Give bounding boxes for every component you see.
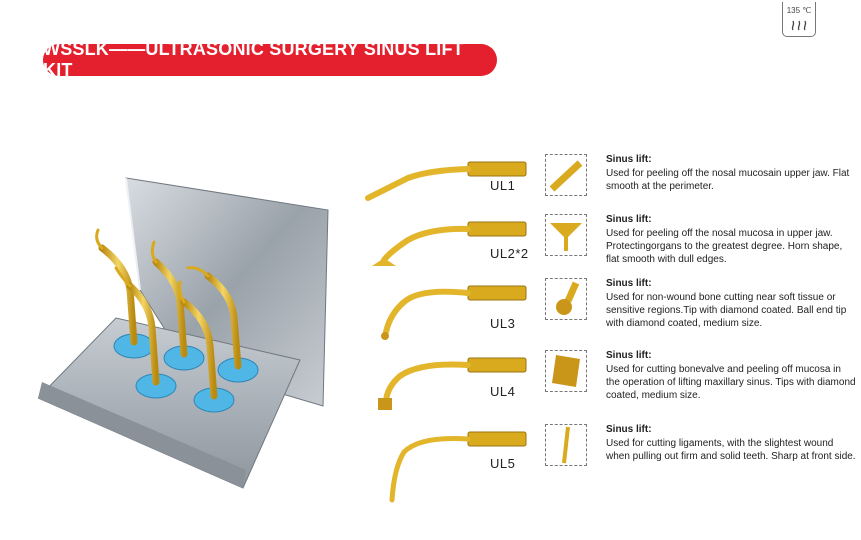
tip-detail-image (545, 154, 587, 196)
tip-description: Used for peeling off the nosal mucosa in… (606, 228, 843, 265)
tip-description: Used for cutting bonevalve and peeling o… (606, 364, 856, 401)
tip-code: UL3 (490, 316, 516, 331)
tip-description: Used for non-wound bone cutting near sof… (606, 292, 847, 329)
tip-row-ul2: UL2*2 Sinus lift: Used for peeling off t… (360, 214, 850, 278)
tip-image (381, 285, 527, 340)
tip-heading: Sinus lift: (606, 154, 652, 165)
tip-heading: Sinus lift: (606, 278, 652, 289)
tip-image (389, 431, 527, 503)
tip-detail-image (545, 278, 587, 320)
kit-title: WSSLK——ULTRASONIC SURGERY SINUS LIFT KIT (43, 39, 464, 80)
tip-code: UL5 (490, 456, 516, 471)
temperature-label: 135 ℃ (786, 6, 812, 15)
tip-detail-image (545, 350, 587, 392)
tip-description: Used for peeling off the nosal mucosain … (606, 168, 850, 192)
tip-code: UL4 (490, 384, 516, 399)
tip-description: Used for cutting ligaments, with the sli… (606, 438, 856, 462)
tip-image (365, 161, 527, 201)
tip-code: UL1 (490, 178, 516, 193)
kit-case-image (38, 177, 329, 489)
tip-row-ul1: UL1 Sinus lift: Used for peeling off the… (360, 154, 850, 218)
tip-row-ul3: UL3 Sinus lift: Used for non-wound bone … (360, 278, 850, 342)
steam-waves-icon (791, 20, 807, 31)
autoclave-icon: 135 ℃ (782, 2, 816, 37)
tip-detail-image (545, 424, 587, 466)
tip-heading: Sinus lift: (606, 424, 652, 435)
tip-heading: Sinus lift: (606, 350, 652, 361)
tip-image (378, 357, 527, 410)
tip-row-ul5: UL5 Sinus lift: Used for cutting ligamen… (360, 424, 856, 503)
kit-title-banner: WSSLK——ULTRASONIC SURGERY SINUS LIFT KIT (43, 39, 497, 80)
tip-heading: Sinus lift: (606, 214, 652, 225)
tip-row-ul4: UL4 Sinus lift: Used for cutting boneval… (360, 350, 856, 414)
tip-code: UL2*2 (490, 246, 529, 261)
tip-detail-image (545, 214, 587, 256)
tip-image (372, 221, 527, 266)
